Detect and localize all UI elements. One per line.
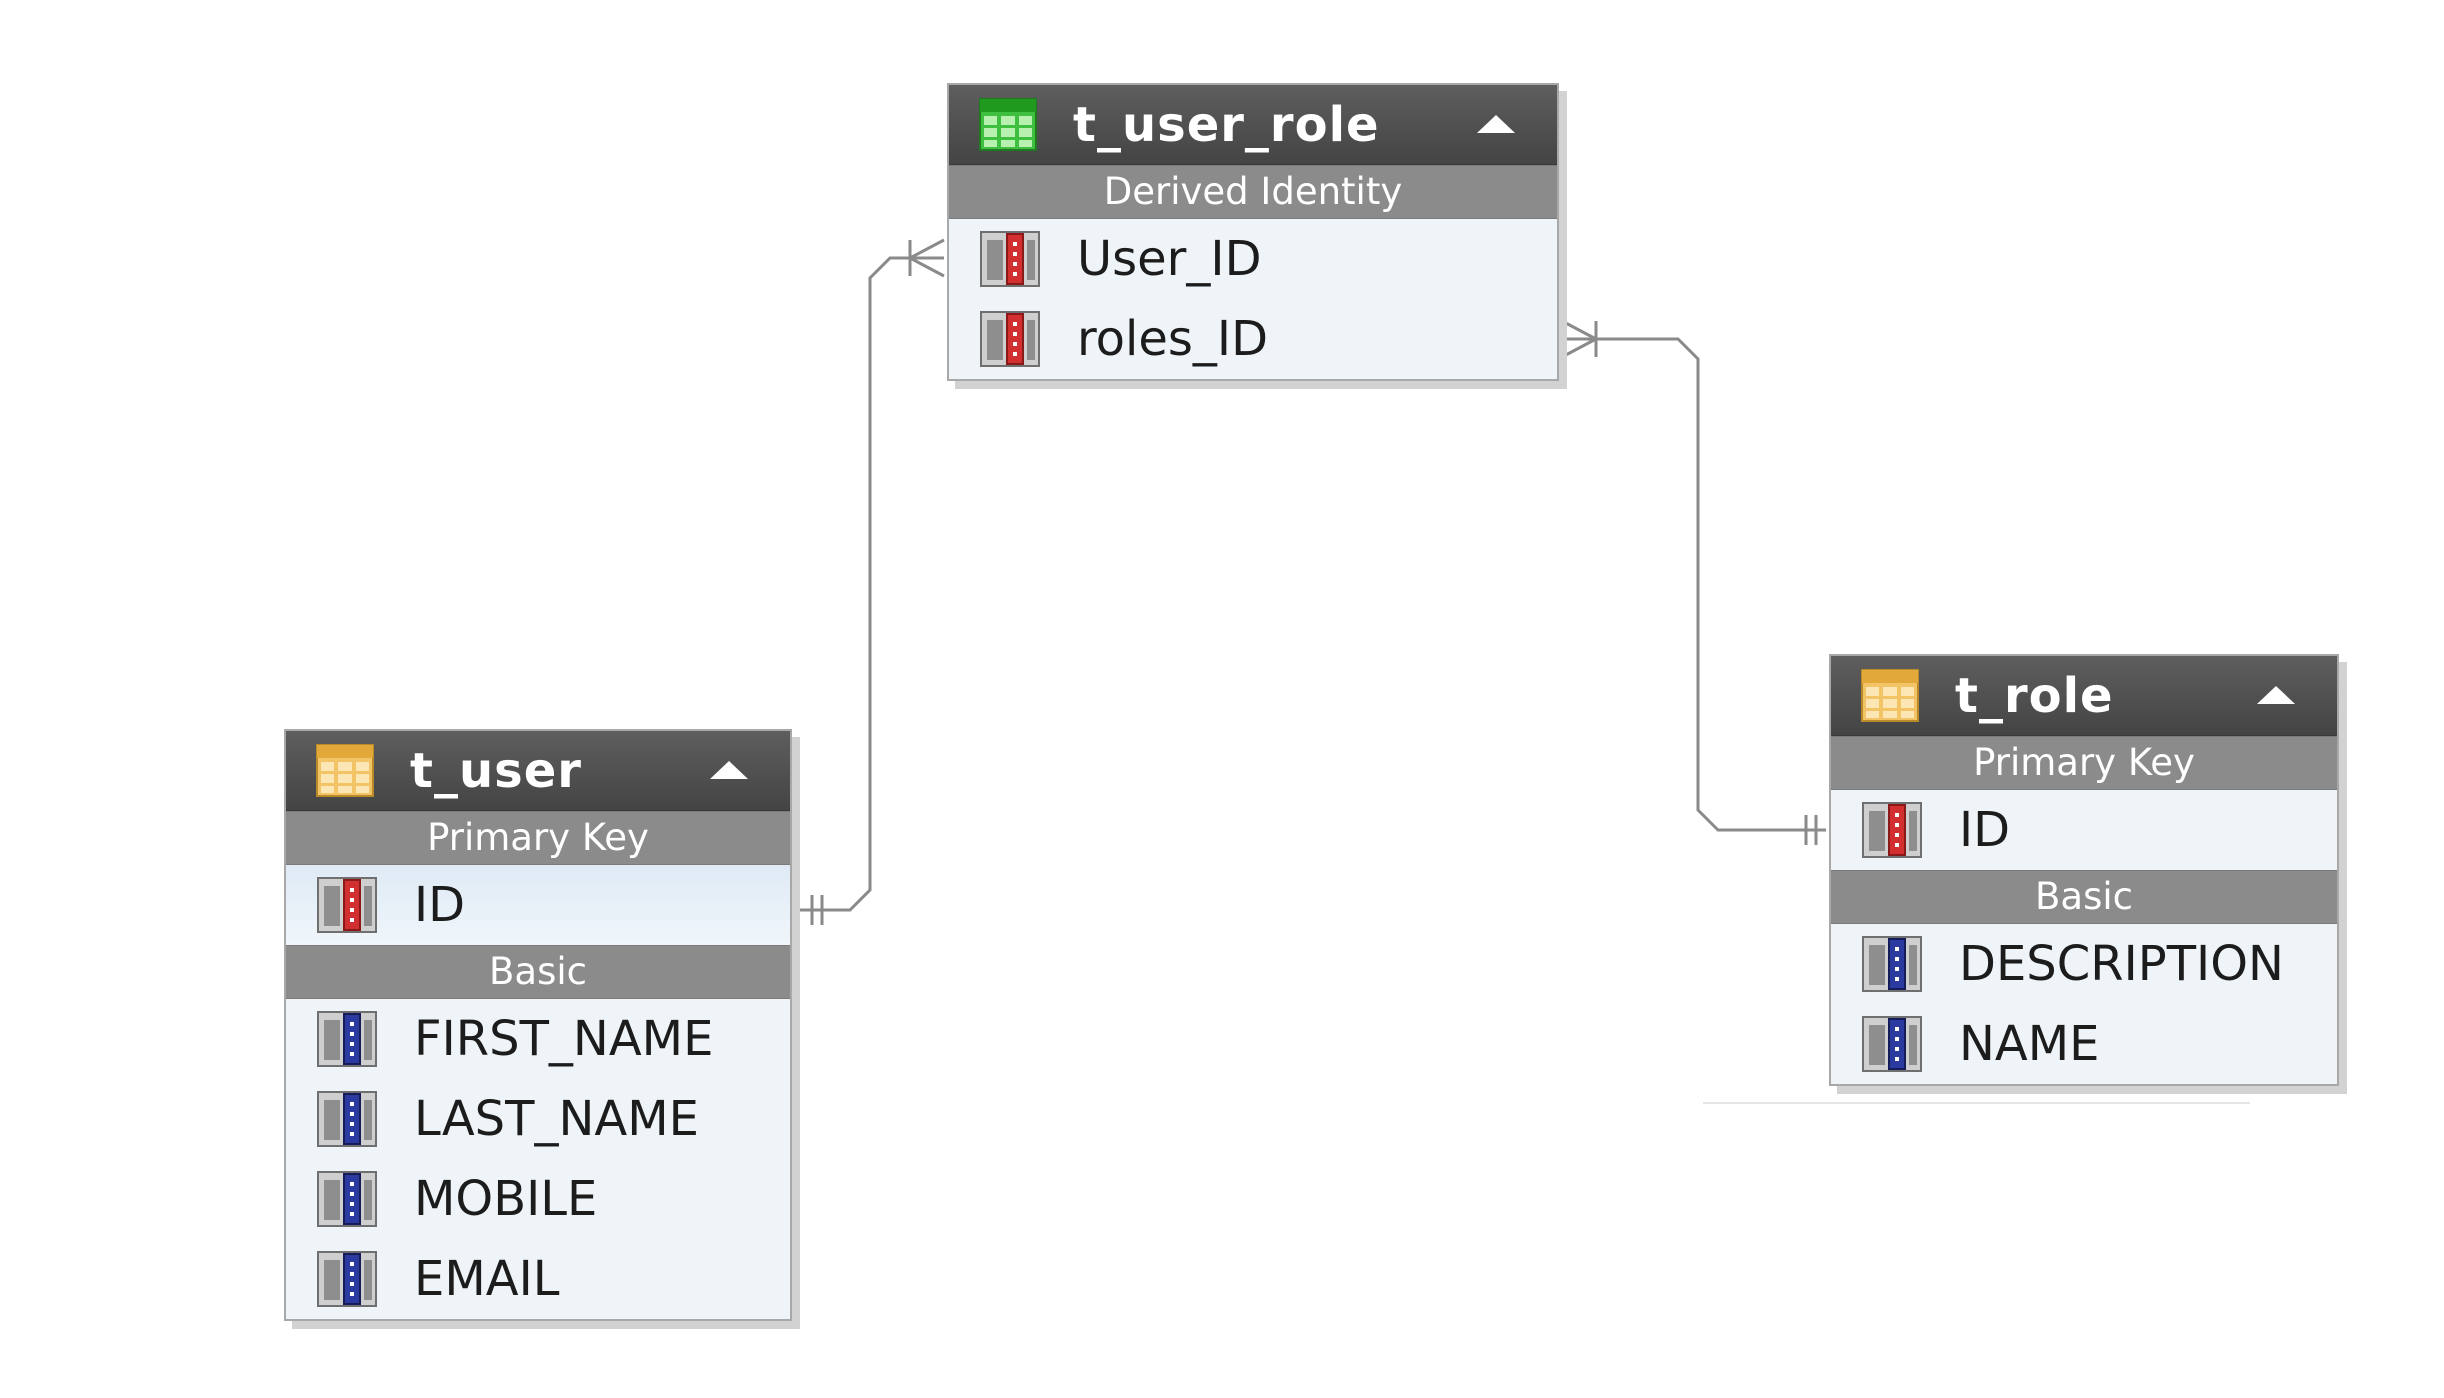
collapse-icon[interactable]: [708, 759, 750, 781]
entity-t-user-role[interactable]: t_user_role Derived Identity User_ID: [947, 83, 1559, 381]
relationship-user-to-user-role[interactable]: [800, 238, 945, 925]
section-basic: Basic: [1831, 870, 2337, 924]
entity-header[interactable]: t_user: [286, 731, 790, 811]
field-name: ID: [1959, 802, 2011, 858]
relationship-role-to-user-role[interactable]: [1561, 319, 1826, 845]
field-name: LAST_NAME: [414, 1091, 699, 1147]
entity-t-role[interactable]: t_role Primary Key ID Basic: [1829, 654, 2339, 1086]
field-id[interactable]: ID: [1831, 790, 2337, 870]
field-roles-id[interactable]: roles_ID: [949, 299, 1557, 379]
table-icon: [316, 744, 374, 797]
field-mobile[interactable]: MOBILE: [286, 1159, 790, 1239]
entity-header[interactable]: t_user_role: [949, 85, 1557, 165]
field-name: roles_ID: [1077, 311, 1269, 367]
primary-key-column-icon: [980, 231, 1040, 287]
field-name: NAME: [1959, 1016, 2100, 1072]
field-name: ID: [414, 877, 466, 933]
field-id[interactable]: ID: [286, 865, 790, 945]
primary-key-column-icon: [317, 877, 377, 933]
primary-key-column-icon: [1862, 802, 1922, 858]
field-name[interactable]: NAME: [1831, 1004, 2337, 1084]
table-icon: [1861, 669, 1919, 722]
field-email[interactable]: EMAIL: [286, 1239, 790, 1319]
field-name: FIRST_NAME: [414, 1011, 714, 1067]
field-name: MOBILE: [414, 1171, 598, 1227]
field-description[interactable]: DESCRIPTION: [1831, 924, 2337, 1004]
basic-column-icon: [317, 1091, 377, 1147]
collapse-icon[interactable]: [1475, 113, 1517, 135]
primary-key-column-icon: [980, 311, 1040, 367]
join-table-icon: [979, 98, 1037, 151]
basic-column-icon: [317, 1171, 377, 1227]
field-name: EMAIL: [414, 1251, 560, 1307]
entity-t-user[interactable]: t_user Primary Key ID Basic: [284, 729, 792, 1321]
field-first-name[interactable]: FIRST_NAME: [286, 999, 790, 1079]
entity-name: t_user_role: [1073, 96, 1380, 153]
basic-column-icon: [1862, 936, 1922, 992]
entity-header[interactable]: t_role: [1831, 656, 2337, 736]
field-user-id[interactable]: User_ID: [949, 219, 1557, 299]
field-name: DESCRIPTION: [1959, 936, 2284, 992]
section-derived-identity: Derived Identity: [949, 165, 1557, 219]
field-last-name[interactable]: LAST_NAME: [286, 1079, 790, 1159]
section-primary-key: Primary Key: [286, 811, 790, 865]
entity-name: t_user: [410, 742, 582, 799]
entity-name: t_role: [1955, 667, 2114, 724]
section-basic: Basic: [286, 945, 790, 999]
section-primary-key: Primary Key: [1831, 736, 2337, 790]
basic-column-icon: [317, 1251, 377, 1307]
collapse-icon[interactable]: [2255, 684, 2297, 706]
field-name: User_ID: [1077, 231, 1262, 287]
basic-column-icon: [1862, 1016, 1922, 1072]
basic-column-icon: [317, 1011, 377, 1067]
